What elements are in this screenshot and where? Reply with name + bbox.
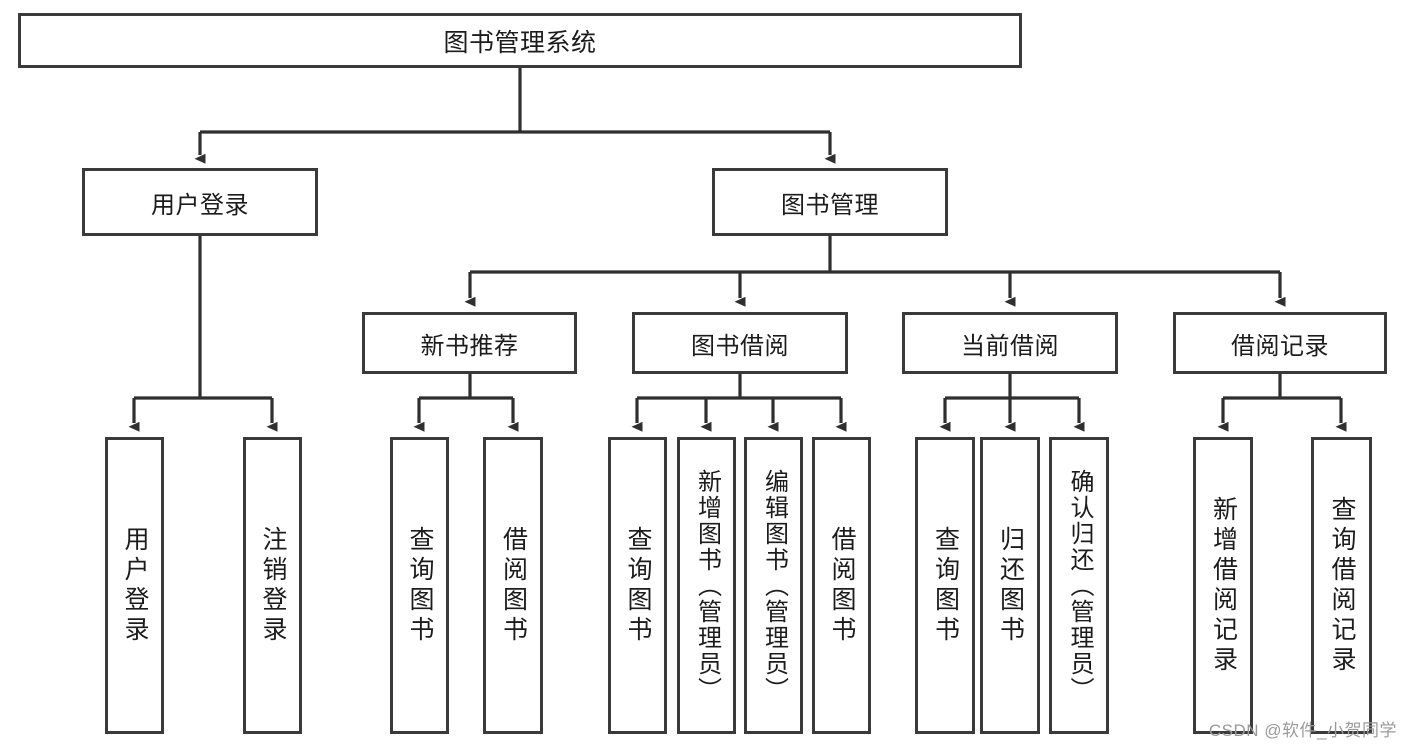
node-leaf-borrow-book-1[interactable]: 借阅图书 [483, 437, 543, 734]
node-new-book-recommend-label: 新书推荐 [420, 332, 519, 360]
node-leaf-add-record-label: 新增借阅记录 [1209, 495, 1238, 676]
node-leaf-borrow-book-1-label: 借阅图书 [499, 525, 528, 646]
node-book-borrow-label: 图书借阅 [691, 332, 789, 360]
node-borrow-record-label: 借阅记录 [1231, 332, 1329, 360]
node-borrow-record[interactable]: 借阅记录 [1173, 312, 1387, 374]
node-leaf-confirm-return[interactable]: 确认归还（管理员） [1049, 437, 1109, 734]
node-leaf-return-book-label: 归还图书 [996, 525, 1025, 646]
node-book-management-label: 图书管理 [781, 191, 879, 219]
node-leaf-return-book[interactable]: 归还图书 [980, 437, 1040, 734]
node-leaf-query-record-label: 查询借阅记录 [1328, 495, 1356, 676]
node-root-system-label: 图书管理系统 [443, 28, 597, 57]
node-leaf-logout-login-label: 注销登录 [259, 525, 287, 646]
node-user-login[interactable]: 用户登录 [82, 168, 318, 236]
node-leaf-edit-book-label: 编辑图书（管理员） [760, 468, 788, 703]
node-leaf-add-record[interactable]: 新增借阅记录 [1193, 437, 1253, 734]
node-leaf-query-book-2[interactable]: 查询图书 [608, 437, 667, 734]
node-leaf-query-book-1[interactable]: 查询图书 [390, 437, 449, 734]
node-leaf-query-book-3-label: 查询图书 [931, 525, 960, 646]
node-leaf-query-record[interactable]: 查询借阅记录 [1311, 437, 1372, 734]
csdn-watermark: CSDN @软件_小贺同学 [1208, 721, 1397, 740]
node-book-borrow[interactable]: 图书借阅 [632, 312, 848, 374]
node-leaf-user-login-label: 用户登录 [121, 525, 149, 646]
node-leaf-edit-book[interactable]: 编辑图书（管理员） [744, 437, 803, 734]
node-leaf-query-book-2-label: 查询图书 [624, 525, 652, 646]
node-leaf-borrow-book-2[interactable]: 借阅图书 [812, 437, 871, 734]
node-user-login-label: 用户登录 [151, 191, 249, 219]
node-leaf-add-book-label: 新增图书（管理员） [693, 468, 721, 703]
node-leaf-borrow-book-2-label: 借阅图书 [828, 525, 856, 646]
node-leaf-query-book-1-label: 查询图书 [406, 525, 434, 646]
node-book-management[interactable]: 图书管理 [712, 168, 948, 236]
node-leaf-query-book-3[interactable]: 查询图书 [915, 437, 975, 734]
node-new-book-recommend[interactable]: 新书推荐 [362, 312, 577, 374]
node-current-borrow[interactable]: 当前借阅 [902, 312, 1118, 374]
node-leaf-logout-login[interactable]: 注销登录 [243, 437, 302, 734]
node-leaf-add-book[interactable]: 新增图书（管理员） [677, 437, 736, 734]
node-current-borrow-label: 当前借阅 [961, 332, 1059, 360]
node-leaf-user-login[interactable]: 用户登录 [105, 437, 164, 734]
node-leaf-confirm-return-label: 确认归还（管理员） [1066, 468, 1093, 703]
node-root-system[interactable]: 图书管理系统 [18, 13, 1022, 68]
